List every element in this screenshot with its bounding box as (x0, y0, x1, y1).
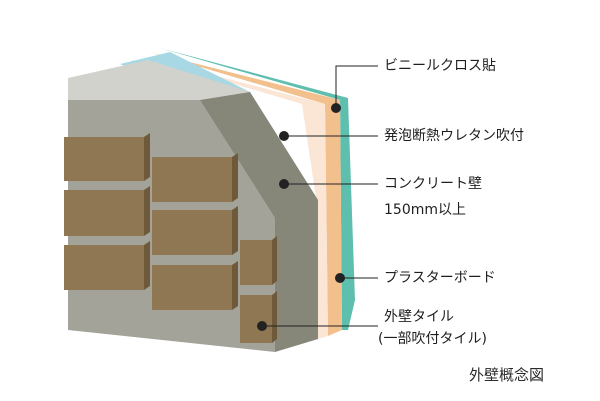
label-urethane-foam: 発泡断熱ウレタン吹付 (384, 128, 524, 144)
marker-dot-exterior-tile (257, 321, 267, 331)
diagram-caption: 外壁概念図 (469, 366, 545, 384)
tile (152, 153, 238, 202)
tile (240, 236, 277, 285)
label-concrete-thickness: 150mm以上 (384, 202, 466, 218)
marker-dot-urethane-foam (279, 131, 289, 141)
leader-vinyl-cloth (335, 65, 378, 108)
tile (64, 186, 150, 236)
marker-dot-vinyl-cloth (331, 103, 341, 113)
marker-dot-plaster-board (335, 273, 345, 283)
tile (64, 241, 150, 290)
concrete-side-face (200, 92, 318, 352)
tile (64, 133, 150, 181)
tile (152, 261, 238, 310)
label-exterior-tile-note: (一部吹付タイル) (378, 331, 487, 347)
label-plaster-board: プラスターボード (384, 270, 496, 286)
label-vinyl-cloth: ビニールクロス貼 (384, 58, 496, 74)
tile (240, 291, 277, 343)
label-concrete-wall: コンクリート壁 (384, 176, 482, 192)
marker-dot-concrete-wall (279, 179, 289, 189)
exterior-tiles (64, 133, 277, 343)
tile (152, 206, 238, 255)
label-exterior-tile: 外壁タイル (384, 309, 454, 325)
